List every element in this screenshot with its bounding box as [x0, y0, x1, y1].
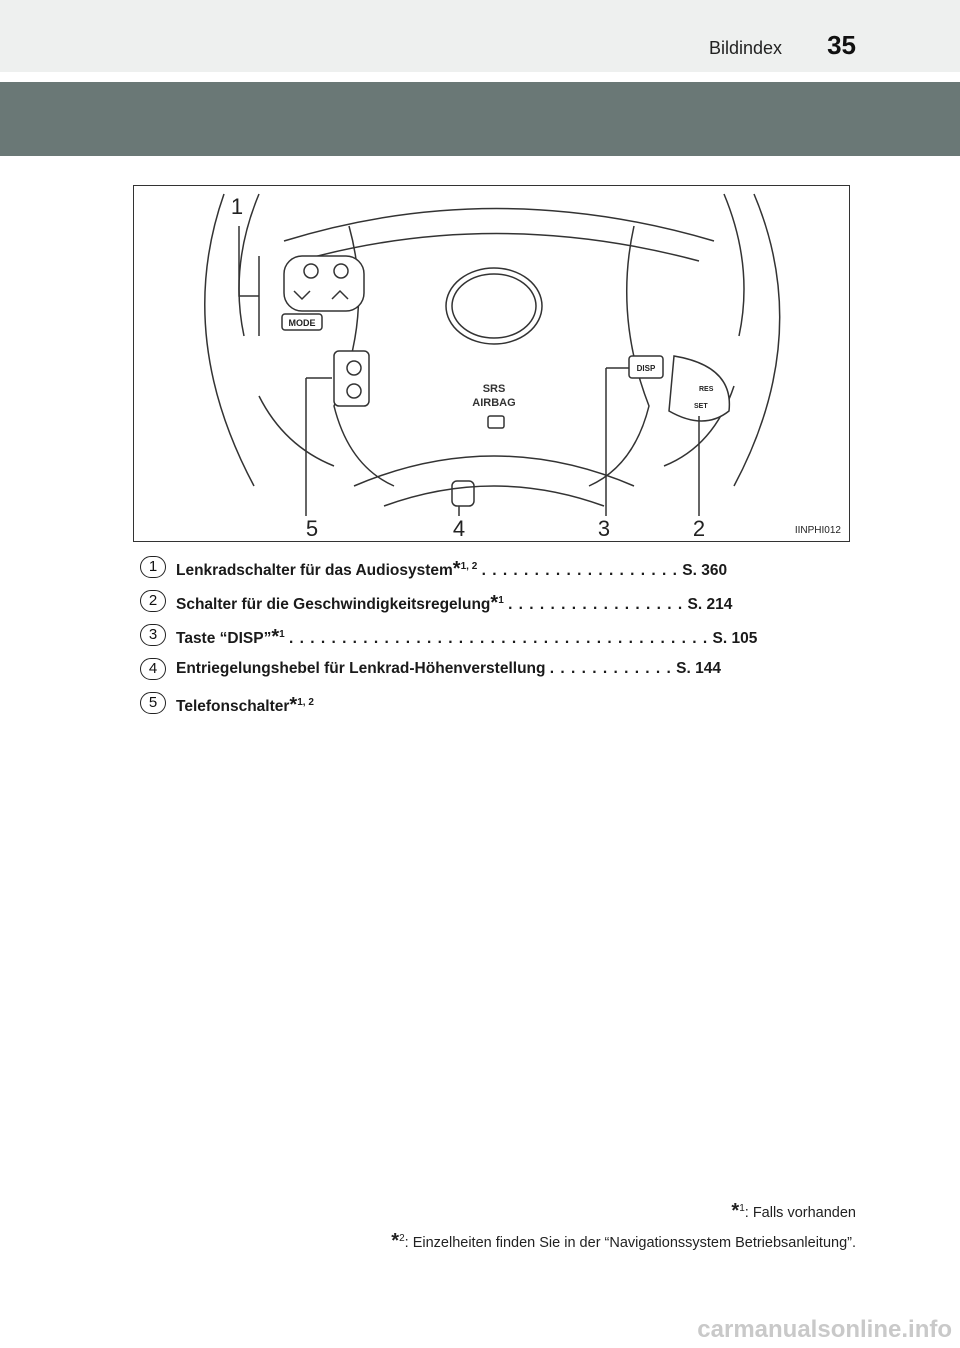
- disp-label: DISP: [637, 364, 656, 373]
- legend-leader-dots: . . . . . . . . . . . .: [549, 660, 672, 677]
- res-label: RES: [699, 386, 714, 393]
- legend-text: Telefonschalter*1, 2: [176, 694, 820, 717]
- audio-switch: [283, 255, 365, 312]
- watermark: carmanualsonline.info: [697, 1316, 952, 1343]
- legend-number: 2: [140, 590, 166, 612]
- legend-label: Telefonschalter: [176, 698, 290, 715]
- legend-item: 3 Taste “DISP”*1 . . . . . . . . . . . .…: [140, 624, 820, 649]
- steering-wheel-illustration: SRS AIRBAG MODE DISP RES SET 1 5: [204, 193, 781, 541]
- cruise-control-lever: [668, 355, 731, 422]
- legend-item: 2 Schalter für die Geschwindigkeitsregel…: [140, 590, 820, 615]
- steering-wheel-figure: SRS AIRBAG MODE DISP RES SET 1 5: [133, 185, 850, 542]
- legend-page-ref[interactable]: S. 214: [687, 596, 733, 613]
- legend-label: Lenkradschalter für das Audiosystem: [176, 562, 453, 579]
- legend-leader-dots: . . . . . . . . . . . . . . . . . . .: [481, 562, 678, 579]
- tilt-lever: [451, 480, 475, 507]
- footnote-text: : Falls vorhanden: [744, 1204, 856, 1221]
- section-title: Bildindex: [708, 38, 782, 58]
- legend-footnote: 1: [498, 594, 504, 606]
- mode-label: MODE: [289, 318, 316, 328]
- legend-text: Lenkradschalter für das Audiosystem*1, 2…: [176, 558, 820, 581]
- horn-icon: [487, 415, 505, 429]
- srs-label: SRS: [483, 383, 506, 395]
- footnote-star-icon: *: [289, 694, 298, 716]
- page-number: 35: [827, 30, 856, 60]
- legend-footnote: 1: [279, 628, 285, 640]
- footnote-number: 2: [399, 1232, 405, 1244]
- legend-page-ref[interactable]: S. 105: [712, 630, 758, 647]
- legend-number: 5: [140, 692, 166, 714]
- callout-5: 5: [306, 516, 318, 541]
- legend-text: Schalter für die Geschwindigkeitsregelun…: [176, 592, 820, 615]
- legend-footnote: 1, 2: [460, 560, 478, 572]
- phone-on-icon: [346, 360, 362, 376]
- volume-plus-icon: [333, 263, 349, 279]
- legend-leader-dots: . . . . . . . . . . . . . . . . .: [508, 596, 684, 613]
- callout-2: 2: [693, 516, 705, 541]
- set-label: SET: [694, 403, 708, 410]
- footnote-star-icon: *: [271, 626, 280, 648]
- legend-leader-dots: . . . . . . . . . . . . . . . . . . . . …: [289, 630, 709, 647]
- header-band: [0, 82, 960, 156]
- legend-number: 3: [140, 624, 166, 646]
- legend-label: Schalter für die Geschwindigkeitsregelun…: [176, 596, 491, 613]
- footnote-1: *1: Falls vorhanden: [391, 1196, 856, 1226]
- legend-text: Entriegelungshebel für Lenkrad-Höhenvers…: [176, 660, 820, 678]
- legend-page-ref[interactable]: S. 144: [676, 660, 721, 677]
- footnote-star-icon: *: [731, 1199, 740, 1222]
- volume-minus-icon: [303, 263, 319, 279]
- callout-1: 1: [231, 194, 243, 219]
- airbag-label: AIRBAG: [472, 397, 515, 409]
- footnote-text: : Einzelheiten finden Sie in der “Naviga…: [404, 1234, 856, 1251]
- legend-item: 4 Entriegelungshebel für Lenkrad-Höhenve…: [140, 658, 820, 680]
- disp-button: [628, 355, 664, 379]
- phone-off-icon: [346, 383, 362, 399]
- footnote-star-icon: *: [490, 592, 499, 614]
- footnote-2: *2: Einzelheiten finden Sie in der “Navi…: [391, 1226, 856, 1256]
- legend-number: 4: [140, 658, 166, 680]
- legend-item: 1 Lenkradschalter für das Audiosystem*1,…: [140, 556, 820, 581]
- legend-item: 5 Telefonschalter*1, 2: [140, 692, 820, 717]
- legend-text: Taste “DISP”*1 . . . . . . . . . . . . .…: [176, 626, 820, 649]
- footnote-star-icon: *: [391, 1229, 400, 1252]
- figure-code: IINPHI012: [794, 525, 841, 536]
- footnotes: *1: Falls vorhanden *2: Einzelheiten fin…: [391, 1196, 856, 1256]
- legend-page-ref[interactable]: S. 360: [682, 562, 728, 579]
- callout-4: 4: [453, 516, 465, 541]
- legend-list: 1 Lenkradschalter für das Audiosystem*1,…: [140, 556, 820, 726]
- top-bar: [0, 0, 960, 72]
- callout-3: 3: [598, 516, 610, 541]
- legend-label: Taste “DISP”: [176, 630, 272, 647]
- legend-number: 1: [140, 556, 166, 578]
- legend-footnote: 1, 2: [297, 696, 314, 708]
- mode-button: [281, 313, 323, 331]
- footnote-star-icon: *: [452, 558, 461, 580]
- legend-label: Entriegelungshebel für Lenkrad-Höhenvers…: [176, 660, 546, 677]
- footnote-number: 1: [739, 1203, 745, 1214]
